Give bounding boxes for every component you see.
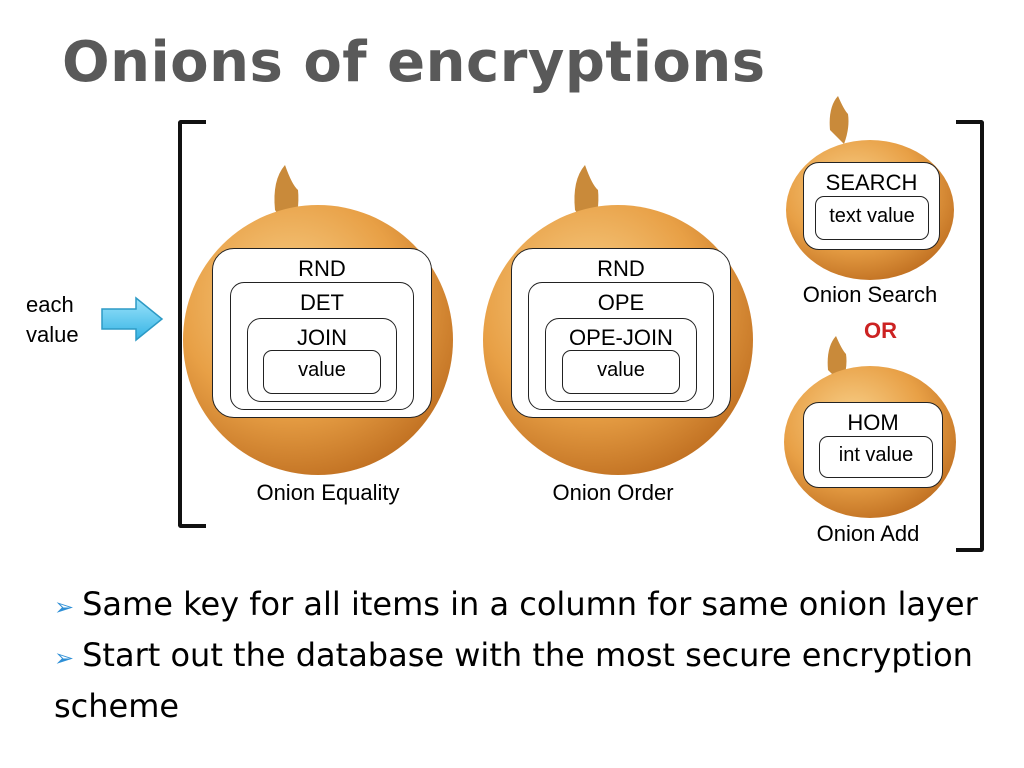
order-layer-opejoin-label: OPE-JOIN	[569, 325, 673, 350]
order-value-box	[562, 350, 680, 394]
input-label: each value	[26, 290, 96, 350]
search-value-label: text value	[829, 205, 915, 227]
order-layer-rnd-label: RND	[597, 256, 645, 281]
page-title: Onions of encryptions	[62, 30, 766, 95]
arrow-bullet-icon: ➢	[54, 644, 75, 672]
bullet-text-1: Same key for all items in a column for s…	[82, 585, 978, 623]
right-arrow-icon	[101, 296, 164, 342]
order-value-label: value	[597, 359, 645, 381]
bullet-item-1: ➢Same key for all items in a column for …	[54, 580, 1004, 631]
add-caption: Onion Add	[816, 521, 920, 546]
equality-value-label: value	[298, 359, 346, 381]
add-value-box	[819, 436, 933, 478]
search-value-box	[815, 196, 929, 240]
equality-value-box	[263, 350, 381, 394]
search-layer-search-label: SEARCH	[825, 170, 918, 195]
right-bracket	[956, 120, 984, 552]
or-label: OR	[864, 318, 897, 343]
equality-caption: Onion Equality	[256, 480, 400, 505]
equality-layer-det-label: DET	[300, 290, 344, 315]
add-layer-hom-label: HOM	[847, 410, 899, 435]
bullet-text-2: Start out the database with the most sec…	[54, 636, 973, 725]
search-caption: Onion Search	[802, 282, 938, 307]
bullet-list: ➢Same key for all items in a column for …	[54, 580, 1004, 730]
bullet-item-2: ➢Start out the database with the most se…	[54, 631, 1004, 730]
equality-layer-rnd-label: RND	[298, 256, 346, 281]
order-caption: Onion Order	[552, 480, 674, 505]
equality-layer-join-label: JOIN	[296, 325, 348, 350]
input-label-line1: each	[26, 292, 74, 317]
order-layer-ope-label: OPE	[597, 290, 645, 315]
input-label-line2: value	[26, 322, 79, 347]
left-bracket	[178, 120, 206, 528]
arrow-bullet-icon: ➢	[54, 593, 75, 621]
add-value-label: int value	[838, 444, 914, 466]
